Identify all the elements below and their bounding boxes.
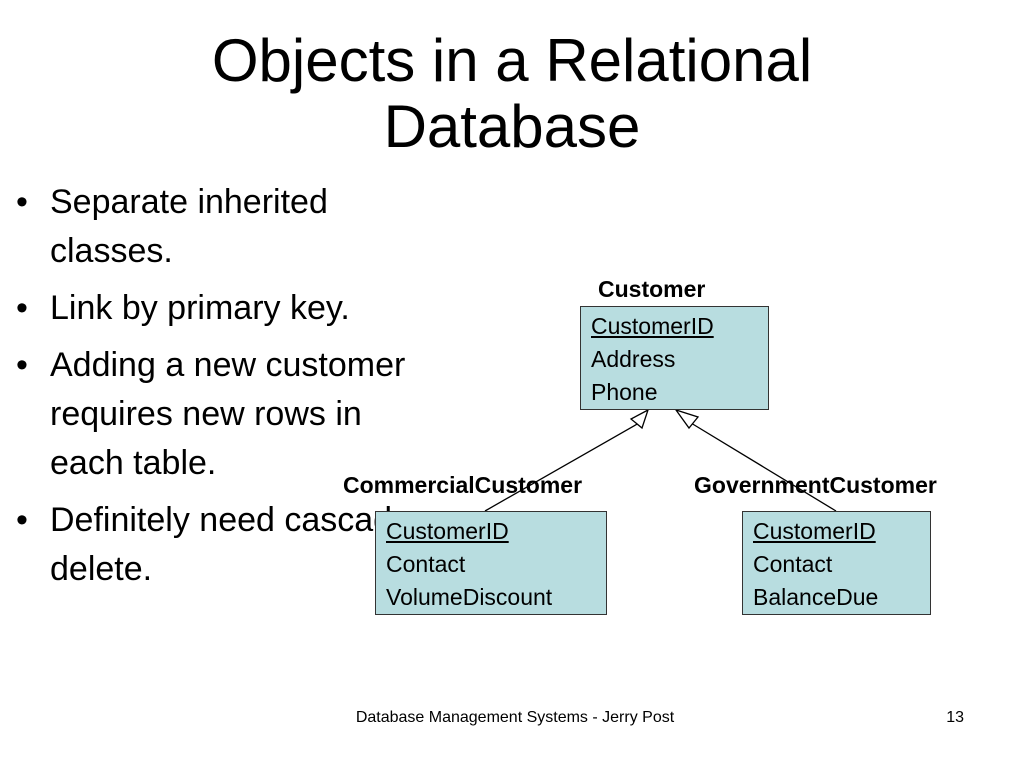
bullet-item: • Link by primary key.	[16, 284, 416, 333]
attribute: Contact	[753, 551, 833, 577]
inheritance-arrowhead-icon	[674, 408, 700, 430]
bullet-text: Definitely need cascade delete.	[50, 501, 412, 588]
slide-title: Objects in a Relational Database	[211, 27, 813, 160]
attribute-primary-key: CustomerID	[386, 518, 509, 544]
bullet-list: • Separate inherited classes. • Link by …	[16, 178, 416, 602]
attribute-primary-key: CustomerID	[753, 518, 876, 544]
entity-label-commercial-customer: CommercialCustomer	[343, 472, 583, 498]
entity-label-customer: Customer	[598, 276, 706, 302]
attribute-primary-key: CustomerID	[591, 313, 714, 339]
entity-box-government-customer: CustomerID Contact BalanceDue	[742, 511, 931, 615]
attribute: Phone	[591, 379, 658, 405]
bullet-text: Link by primary key.	[50, 289, 350, 327]
entity-box-customer: CustomerID Address Phone	[580, 306, 769, 410]
entity-box-commercial-customer: CustomerID Contact VolumeDiscount	[375, 511, 607, 615]
bullet-dot-icon: •	[16, 289, 28, 327]
slide-number: 13	[946, 709, 964, 726]
bullet-text: Adding a new customer requires new rows …	[50, 346, 406, 482]
bullet-dot-icon: •	[16, 346, 28, 384]
bullet-item: • Definitely need cascade delete.	[16, 496, 416, 594]
bullet-text: Separate inherited classes.	[50, 183, 328, 270]
attribute: BalanceDue	[753, 584, 879, 610]
entity-label-government-customer: GovernmentCustomer	[694, 472, 937, 498]
bullet-item: • Separate inherited classes.	[16, 178, 416, 276]
footer-text: Database Management Systems - Jerry Post	[355, 709, 675, 726]
attribute: Address	[591, 346, 676, 372]
inheritance-arrowhead-icon	[629, 408, 650, 430]
bullet-dot-icon: •	[16, 501, 28, 539]
bullet-item: • Adding a new customer requires new row…	[16, 341, 416, 488]
attribute: VolumeDiscount	[386, 584, 553, 610]
bullet-dot-icon: •	[16, 183, 28, 221]
attribute: Contact	[386, 551, 466, 577]
